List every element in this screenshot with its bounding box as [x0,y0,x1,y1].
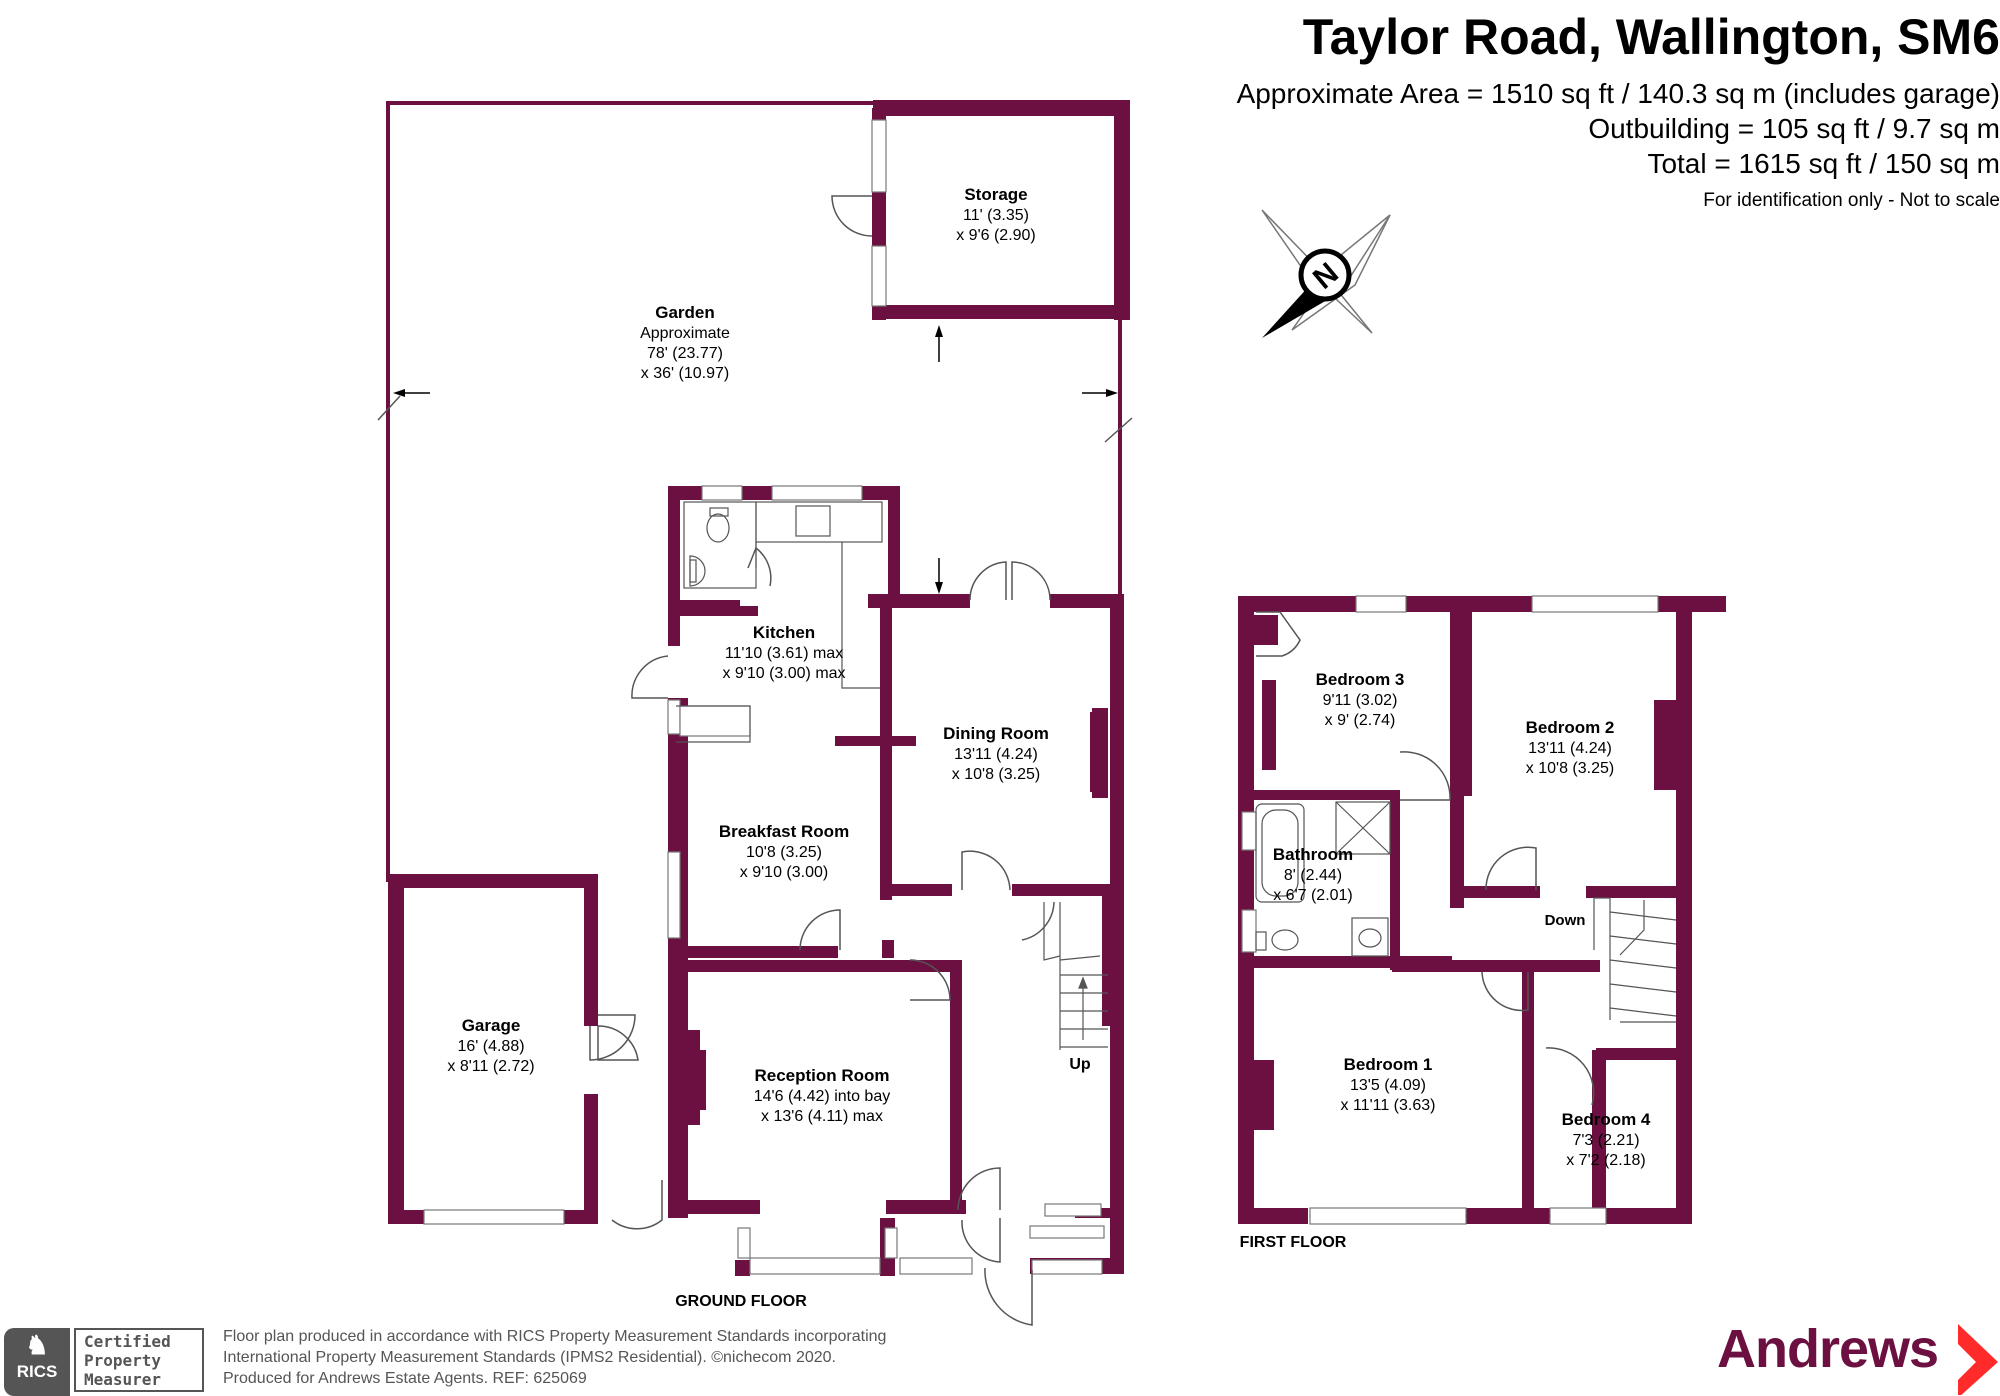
svg-text:x 6'7 (2.01): x 6'7 (2.01) [1273,887,1353,904]
ground-floor-stairs [1043,902,1108,1050]
svg-text:11' (3.35): 11' (3.35) [963,207,1029,224]
rics-certified-badge: ♞ RICS Certified Property Measurer [4,1328,208,1396]
room-label-bathroom: Bathroom 8' (2.44) x 6'7 (2.01) [1273,845,1353,904]
svg-text:x 9'10 (3.00): x 9'10 (3.00) [740,864,828,881]
svg-text:13'11 (4.24): 13'11 (4.24) [954,746,1038,763]
storage-walls [831,100,1130,320]
footer-text: Floor plan produced in accordance with R… [223,1326,886,1389]
outbuilding-area: Outbuilding = 105 sq ft / 9.7 sq m [1588,113,2000,144]
room-name-kitchen: Kitchen [753,623,815,642]
first-floor-stairs [1593,897,1677,1023]
stairs-down-label: Down [1545,912,1586,929]
svg-text:Approximate: Approximate [640,325,730,342]
ground-floor-walls [668,486,1124,1276]
first-floor-windows [1241,595,1659,1225]
compass-icon: N [1261,209,1391,338]
brand-logo: Andrews [1717,1319,1939,1379]
certified-measurer-box: Certified Property Measurer [74,1328,204,1392]
room-name-bathroom: Bathroom [1273,845,1353,864]
bathroom-fittings [1255,801,1391,957]
svg-text:11'10 (3.61) max: 11'10 (3.61) max [725,645,843,662]
first-floor-doors [1256,611,1595,1106]
svg-text:7'3 (2.21): 7'3 (2.21) [1572,1132,1639,1149]
scale-note: For identification only - Not to scale [1703,190,2000,211]
room-label-garage: Garage 16' (4.88) x 8'11 (2.72) [447,1016,534,1075]
svg-text:13'5 (4.09): 13'5 (4.09) [1350,1077,1426,1094]
property-title: Taylor Road, Wallington, SM6 [1302,9,2000,65]
svg-text:x 10'8 (3.25): x 10'8 (3.25) [1526,760,1614,777]
svg-text:13'11 (4.24): 13'11 (4.24) [1528,740,1612,757]
footer-line-1: Floor plan produced in accordance with R… [223,1328,887,1345]
svg-text:x 36' (10.97): x 36' (10.97) [641,365,729,382]
first-floor-label: FIRST FLOOR [1240,1234,1347,1251]
svg-text:x 9'6 (2.90): x 9'6 (2.90) [956,227,1036,244]
footer-line-2: International Property Measurement Stand… [223,1349,836,1366]
room-name-garage: Garage [462,1016,521,1035]
room-label-dining: Dining Room 13'11 (4.24) x 10'8 (3.25) [943,724,1049,783]
approximate-area: Approximate Area = 1510 sq ft / 140.3 sq… [1236,78,2000,109]
svg-text:x 7'2 (2.18): x 7'2 (2.18) [1566,1152,1646,1169]
first-floor-walls [1238,596,1726,1224]
room-label-bedroom4: Bedroom 4 7'3 (2.21) x 7'2 (2.18) [1562,1110,1651,1169]
svg-text:78' (23.77): 78' (23.77) [647,345,723,362]
footer-line-3: Produced for Andrews Estate Agents. REF:… [223,1370,587,1387]
svg-text:9'11 (3.02): 9'11 (3.02) [1323,692,1398,709]
svg-text:14'6 (4.42) into bay: 14'6 (4.42) into bay [754,1088,890,1105]
svg-text:x 13'6 (4.11) max: x 13'6 (4.11) max [761,1108,883,1125]
room-label-bedroom1: Bedroom 1 13'5 (4.09) x 11'11 (3.63) [1341,1055,1436,1114]
garage-walls [388,874,639,1225]
room-label-storage: Storage 11' (3.35) x 9'6 (2.90) [956,185,1036,244]
room-label-garden: Garden Approximate 78' (23.77) x 36' (10… [640,303,730,382]
room-label-reception: Reception Room 14'6 (4.42) into bay x 13… [754,1066,890,1125]
room-name-storage: Storage [964,185,1027,204]
room-name-bedroom3: Bedroom 3 [1316,670,1405,689]
svg-text:x 9' (2.74): x 9' (2.74) [1325,712,1396,729]
svg-text:x 8'11 (2.72): x 8'11 (2.72) [447,1058,534,1075]
svg-text:x 11'11 (3.63): x 11'11 (3.63) [1341,1097,1436,1114]
svg-text:8' (2.44): 8' (2.44) [1284,867,1342,884]
ground-floor-label: GROUND FLOOR [675,1293,807,1310]
svg-text:x 10'8 (3.25): x 10'8 (3.25) [952,766,1040,783]
svg-text:10'8 (3.25): 10'8 (3.25) [746,844,822,861]
room-label-bedroom2: Bedroom 2 13'11 (4.24) x 10'8 (3.25) [1526,718,1615,777]
room-name-breakfast: Breakfast Room [719,822,849,841]
room-name-reception: Reception Room [754,1066,889,1085]
room-name-dining: Dining Room [943,724,1049,743]
rics-emblem-icon: ♞ [25,1330,49,1360]
ground-floor-windows [667,485,1105,1275]
svg-text:x 9'10 (3.00) max: x 9'10 (3.00) max [722,665,845,682]
room-name-bedroom4: Bedroom 4 [1562,1110,1651,1129]
room-name-garden: Garden [655,303,715,322]
stairs-up-label: Up [1069,1056,1091,1073]
room-label-bedroom3: Bedroom 3 9'11 (3.02) x 9' (2.74) [1316,670,1405,729]
total-area: Total = 1615 sq ft / 150 sq m [1647,148,2000,179]
room-label-breakfast: Breakfast Room 10'8 (3.25) x 9'10 (3.00) [719,822,849,881]
brand-chevron-icon [1958,1324,1998,1395]
room-label-kitchen: Kitchen 11'10 (3.61) max x 9'10 (3.00) m… [722,623,845,682]
room-name-bedroom2: Bedroom 2 [1526,718,1615,737]
room-name-bedroom1: Bedroom 1 [1344,1055,1433,1074]
svg-text:16' (4.88): 16' (4.88) [457,1038,524,1055]
rics-logo: ♞ RICS [4,1328,70,1396]
kitchen-fittings [676,501,883,743]
ground-floor-doors [589,546,1055,1326]
